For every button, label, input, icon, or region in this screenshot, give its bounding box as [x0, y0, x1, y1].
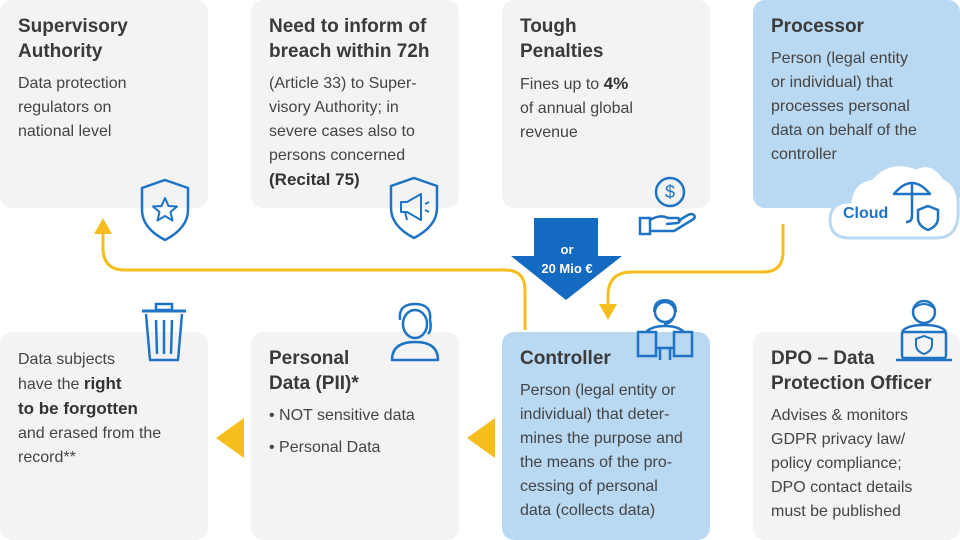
- arrow-processor-to-controller: [606, 224, 785, 306]
- support-agent-icon: [636, 298, 694, 360]
- personal-bullet: Personal Data: [269, 436, 441, 460]
- cloud-umbrella-icon: [828, 163, 960, 240]
- supervisory-body: Data protection regulators on national l…: [18, 75, 127, 140]
- card-right-to-be-forgotten: Data subjects have the right to be forgo…: [0, 332, 208, 540]
- personal-bullets: NOT sensitive data Personal Data: [269, 404, 441, 460]
- card-controller: Controller Person (legal entity or indiv…: [502, 332, 710, 540]
- dpo-laptop-icon: [896, 299, 952, 362]
- megaphone-shield-icon: [389, 176, 439, 240]
- svg-text:$: $: [665, 182, 675, 202]
- person-icon: [390, 302, 440, 362]
- dpo-body: Advises & monitors GDPR privacy law/ pol…: [771, 407, 913, 520]
- chevron-left-controller: [467, 418, 495, 458]
- cloud-label: Cloud: [843, 205, 889, 222]
- arrowhead-supervisory: [94, 218, 112, 234]
- processor-title: Processor: [771, 16, 864, 37]
- processor-body: Person (legal entity or individual) that…: [771, 50, 917, 163]
- breach-body: (Article 33) to Super- visory Authority;…: [269, 75, 417, 189]
- trash-can-icon: [142, 302, 186, 362]
- arrowhead-controller: [599, 304, 617, 320]
- chevron-left-personal: [216, 418, 244, 458]
- personal-bullet: NOT sensitive data: [269, 404, 441, 428]
- controller-title: Controller: [520, 348, 611, 369]
- penalty-down-arrow: [511, 218, 622, 300]
- arrow-controller-to-supervisory: [101, 232, 527, 330]
- controller-body: Person (legal entity or individual) that…: [520, 382, 683, 519]
- penalties-body: Fines up to 4% of annual global revenue: [520, 74, 633, 141]
- forgotten-body: Data subjects have the right to be forgo…: [18, 351, 162, 466]
- dollar-hand-icon: $: [638, 176, 696, 236]
- star-shield-icon: [140, 178, 190, 242]
